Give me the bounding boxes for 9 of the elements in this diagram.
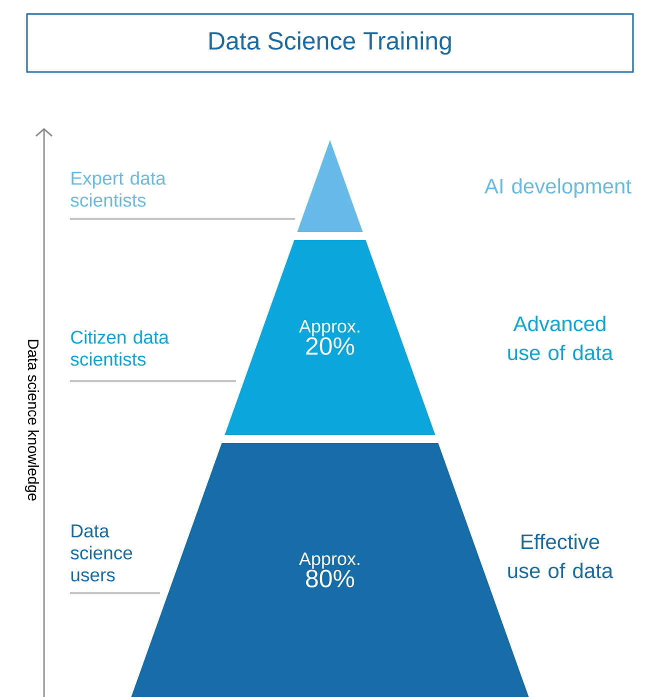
pyramid-tier: Approx. 20% — [224, 240, 436, 435]
pyramid-top — [297, 140, 363, 232]
usage-label: Advanced use of data — [508, 316, 614, 360]
group-label: Citizen data scientists — [70, 330, 169, 366]
usage-label: AI development — [484, 178, 632, 198]
group-label: Expert data scientists — [70, 171, 166, 207]
group-label: Data science users — [70, 524, 132, 582]
axis-label: Data science knowledge — [25, 340, 39, 501]
title-box: Data Science Training — [26, 13, 634, 73]
